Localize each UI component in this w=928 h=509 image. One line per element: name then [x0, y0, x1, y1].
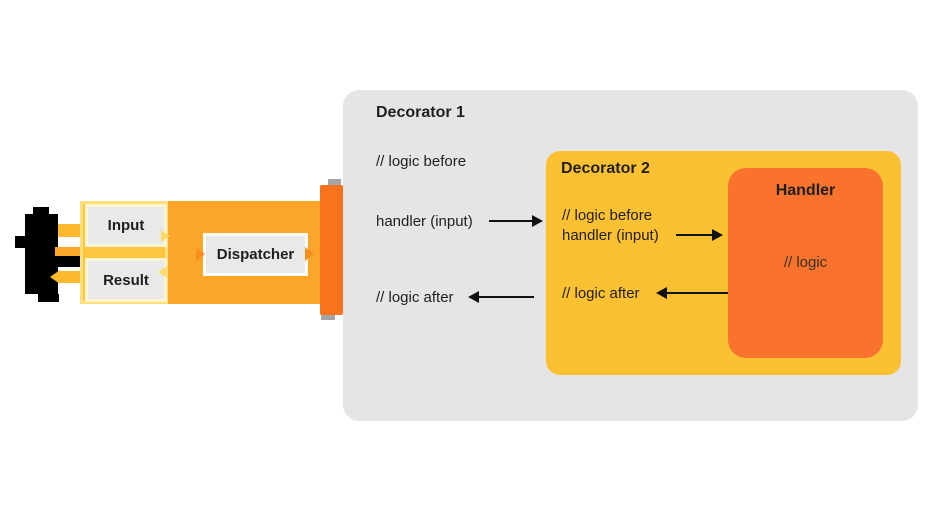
d2-return-arrow-shaft	[666, 292, 728, 294]
decorator2-logic-after: // logic after	[562, 285, 640, 302]
connector-strip	[55, 247, 85, 256]
connector-bar	[320, 185, 343, 315]
bar-top-cap	[328, 179, 341, 189]
decorator1-logic-before: // logic before	[376, 153, 467, 170]
decorator1-handler-call: handler (input)	[376, 213, 473, 230]
decorator2-title: Decorator 2	[561, 160, 650, 177]
response-arrowhead-icon	[50, 270, 60, 284]
input-label: Input	[107, 217, 145, 234]
dispatcher-box: Dispatcher	[203, 233, 308, 276]
d1-call-arrowhead-icon	[532, 215, 543, 227]
d2-return-arrowhead-icon	[656, 287, 667, 299]
input-box: Input	[85, 204, 167, 247]
handler-box: Handler // logic	[728, 168, 883, 358]
request-arrow	[58, 224, 82, 237]
decorator1-logic-after: // logic after	[376, 289, 454, 306]
d1-return-arrowhead-icon	[468, 291, 479, 303]
decorator1-title: Decorator 1	[376, 104, 465, 121]
result-label: Result	[103, 271, 149, 289]
result-box: Result	[85, 258, 167, 302]
decorator2-handler-call: handler (input)	[562, 227, 659, 244]
d1-call-arrow-shaft	[489, 220, 533, 222]
decorator2-logic-before: // logic before	[562, 207, 653, 224]
client-icon-foot	[38, 294, 59, 302]
client-icon-bump	[33, 207, 49, 216]
dispatcher-label: Dispatcher	[216, 246, 295, 263]
client-icon-prong	[55, 256, 82, 267]
response-arrow	[60, 271, 82, 283]
d2-call-arrow-shaft	[676, 234, 713, 236]
dispatcher-left-chevron-icon	[196, 247, 205, 261]
client-icon-arm	[15, 236, 26, 248]
d1-return-arrow-shaft	[478, 296, 534, 298]
socket-in-chevron-icon	[158, 266, 167, 278]
d2-call-arrowhead-icon	[712, 229, 723, 241]
handler-title: Handler	[775, 182, 836, 199]
socket-out-chevron-icon	[161, 230, 170, 242]
dispatcher-right-chevron-icon	[305, 247, 314, 261]
handler-logic: // logic	[783, 254, 828, 271]
bar-bottom-cap	[321, 311, 335, 320]
